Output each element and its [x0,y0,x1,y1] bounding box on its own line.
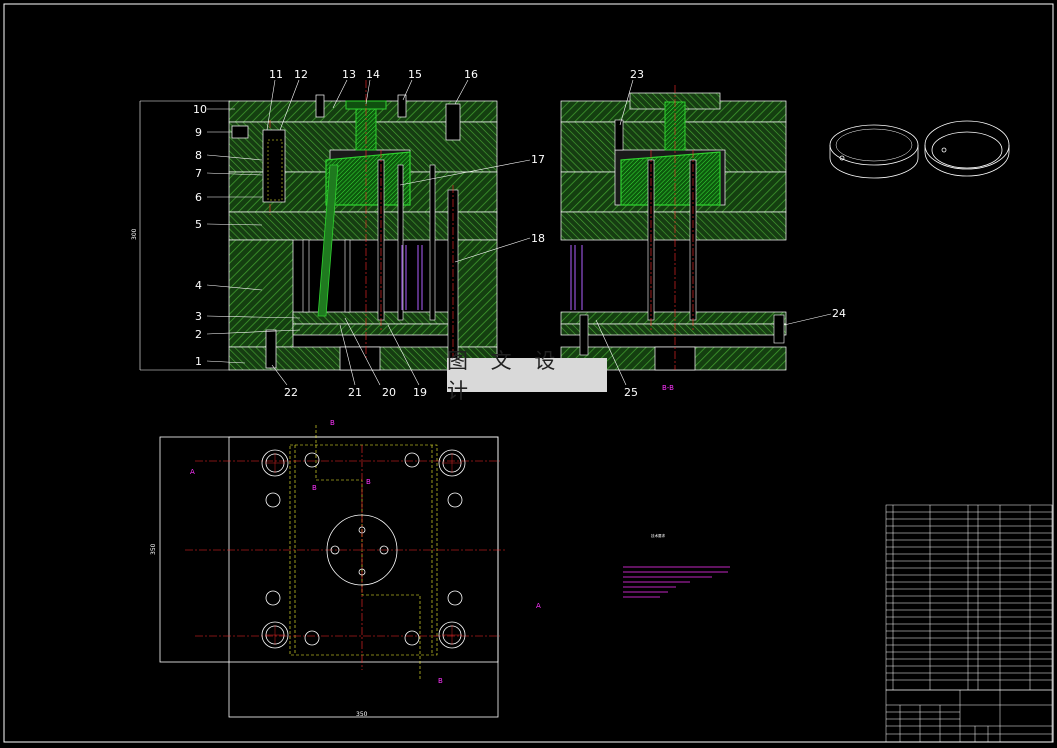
section-mark: B [366,478,371,486]
part-label: 9 [195,126,202,139]
part-label: 21 [348,386,362,399]
part-label: 1 [195,355,202,368]
part-label: 3 [195,310,202,323]
section-mark: B [330,419,335,427]
part-label: 17 [531,153,545,166]
plan-height-dim: 350 [150,543,157,555]
part-label: 5 [195,218,202,231]
part-label: 20 [382,386,396,399]
part-number-labels: 1 2 3 4 5 6 7 8 9 10 11 12 13 14 15 16 1… [193,68,545,399]
part-label: 6 [195,191,202,204]
section-mark: A [536,602,541,610]
notes-title: 技术要求 [651,533,665,538]
technical-notes: 技术要求 [623,533,730,598]
side-section-view: 23 24 25 B-B [560,68,846,399]
parts-list-table [885,504,1053,691]
part-label: 25 [624,386,638,399]
part-label: 23 [630,68,644,81]
side-part-labels: 23 24 25 [624,68,846,399]
drawing-frame [3,3,1054,743]
section-mark: B [312,484,317,492]
part-label: 14 [366,68,380,81]
part-label: 18 [531,232,545,245]
part-label: 8 [195,149,202,162]
section-mark: B [438,677,443,685]
section-label-bb: B-B [662,384,674,392]
title-block [885,689,1053,743]
section-mark: A [190,468,195,476]
part-label: 11 [269,68,283,81]
plan-view: 350 350 [150,419,541,718]
part-label: 16 [464,68,478,81]
plan-width-dim: 350 [356,711,368,718]
main-section-view: 300 [131,68,545,399]
part-label: 22 [284,386,298,399]
section-marks: A A B B B B [190,419,541,685]
part-label: 10 [193,103,207,116]
part-label: 7 [195,167,202,180]
part-label: 15 [408,68,422,81]
overall-height-dim: 300 [131,228,138,240]
part-label: 19 [413,386,427,399]
part-label: 4 [195,279,202,292]
watermark-stamp: 图 文 设 计 [447,349,607,403]
part-label: 13 [342,68,356,81]
part-isometric-sketches [829,120,1010,179]
part-label: 24 [832,307,846,320]
part-label: 2 [195,328,202,341]
part-label: 12 [294,68,308,81]
